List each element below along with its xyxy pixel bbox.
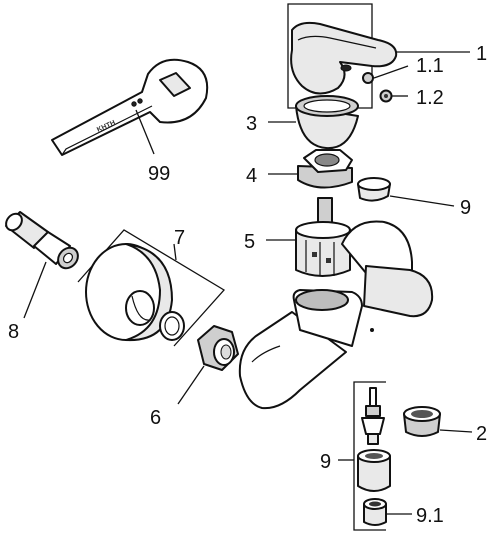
part-1-2-cap: [379, 89, 393, 103]
part-9-diverter-body: [357, 449, 391, 492]
label-1-1: 1.1: [416, 55, 444, 77]
label-9-lower: 9: [320, 451, 331, 473]
part-5-cartridge: [295, 197, 351, 277]
label-4: 4: [246, 165, 257, 187]
part-99-wrench: KHTH: [51, 58, 209, 156]
label-1: 1: [476, 43, 487, 65]
label-3: 3: [246, 113, 257, 135]
part-8-union: [5, 211, 79, 270]
part-1-1-screw: [362, 72, 374, 84]
part-6-nut: [197, 325, 239, 371]
label-99: 99: [148, 163, 170, 185]
mixer-body: [238, 220, 434, 410]
part-1-lever: [290, 21, 398, 95]
part-9-1-insert: [363, 498, 387, 526]
part-7-escutcheon: [85, 243, 173, 342]
part-2-aerator: [403, 406, 441, 437]
label-1-2: 1.2: [416, 87, 444, 109]
part-3-sleeve: [295, 95, 359, 150]
part-7-washer: [159, 311, 185, 341]
label-6: 6: [150, 407, 161, 429]
part-4-nut: [297, 149, 353, 189]
label-9-1: 9.1: [416, 505, 444, 527]
label-2: 2: [476, 423, 487, 445]
label-8: 8: [8, 321, 19, 343]
label-9-upper: 9: [460, 197, 471, 219]
bracket-9-lower: [353, 381, 386, 531]
label-7: 7: [174, 227, 185, 249]
part-9-cap: [357, 177, 391, 202]
label-5: 5: [244, 231, 255, 253]
leader-99: [135, 109, 155, 155]
bracket-1: [287, 3, 373, 109]
part-9-diverter-stem: [361, 387, 385, 445]
